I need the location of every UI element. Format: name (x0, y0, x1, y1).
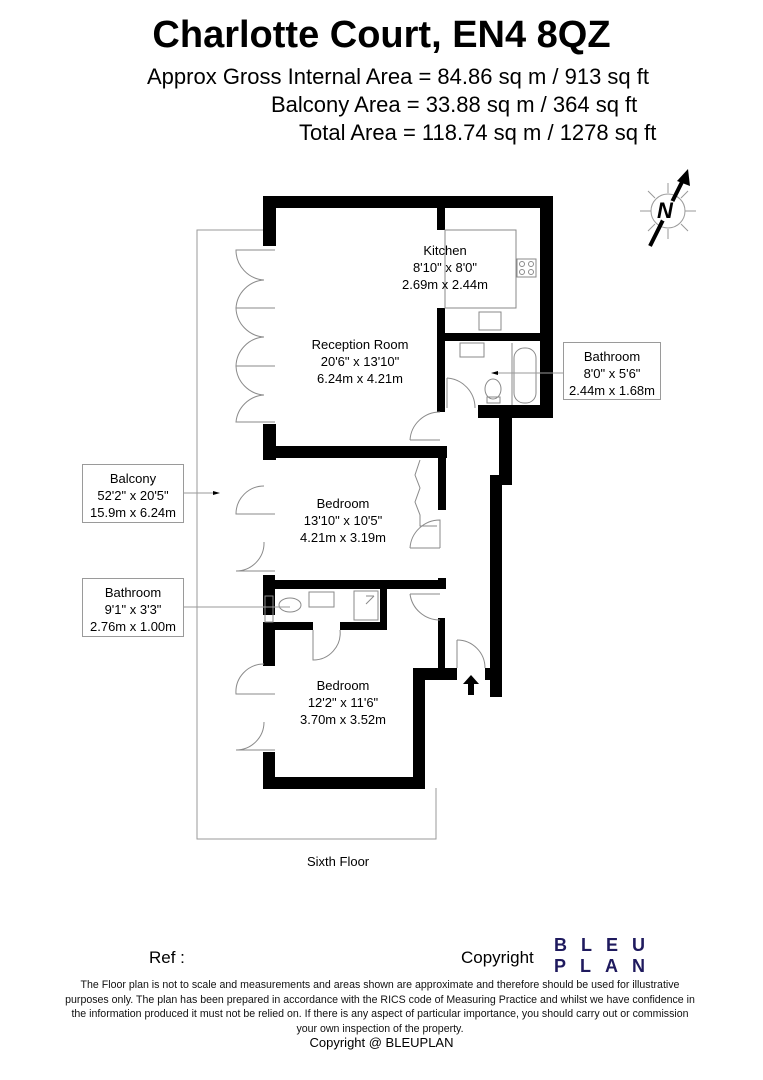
callout-imperial: 52'2" x 20'5" (97, 488, 169, 503)
ref-label: Ref : (149, 948, 185, 967)
logo-line-1: BLEU (554, 935, 659, 955)
room-metric: 3.70m x 3.52m (300, 712, 386, 727)
north-arrow-icon (640, 169, 696, 247)
room-bedroom-2: Bedroom 12'2" x 11'6" 3.70m x 3.52m (288, 677, 398, 728)
shower-icon (353, 590, 379, 621)
room-metric: 4.21m x 3.19m (300, 530, 386, 545)
callout-metric: 2.76m x 1.00m (90, 619, 176, 634)
room-name: Bedroom (316, 496, 370, 511)
room-imperial: 12'2" x 11'6" (307, 695, 379, 710)
callout-imperial: 8'0" x 5'6" (583, 366, 641, 381)
room-name: Reception Room (311, 337, 409, 352)
compass-label: N (657, 198, 673, 223)
gross-internal-area: Approx Gross Internal Area = 84.86 sq m … (147, 64, 649, 89)
toilet-icon (484, 378, 502, 400)
room-name: Kitchen (423, 243, 467, 258)
page-title: Charlotte Court, EN4 8QZ (152, 14, 611, 56)
room-metric: 6.24m x 4.21m (317, 371, 403, 386)
walls (263, 196, 553, 789)
callout-imperial: 9'1" x 3'3" (104, 602, 162, 617)
callout-name: Bathroom (583, 349, 641, 364)
callout-balcony: Balcony 52'2" x 20'5" 15.9m x 6.24m (82, 464, 184, 523)
ensuite-toilet-icon (278, 597, 302, 613)
entrance-arrow-icon (463, 675, 479, 695)
balcony-outline (196, 229, 437, 840)
copyright-footer: Copyright @ BLEUPLAN (309, 1035, 454, 1050)
kitchen-counter (444, 229, 517, 309)
balcony-area: Balcony Area = 33.88 sq m / 364 sq ft (271, 92, 638, 117)
hob-icon (516, 258, 537, 278)
room-bedroom-1: Bedroom 13'10" x 10'5" 4.21m x 3.19m (288, 495, 398, 546)
room-name: Bedroom (316, 678, 370, 693)
callout-bathroom-ensuite: Bathroom 9'1" x 3'3" 2.76m x 1.00m (82, 578, 184, 637)
total-area: Total Area = 118.74 sq m / 1278 sq ft (299, 120, 657, 145)
ensuite-basin-icon (308, 591, 335, 608)
leader-arrow-icon (213, 491, 220, 495)
room-kitchen: Kitchen 8'10" x 8'0" 2.69m x 2.44m (395, 242, 495, 293)
room-metric: 2.69m x 2.44m (402, 277, 488, 292)
floor-label: Sixth Floor (307, 854, 370, 869)
bathtub-icon (513, 347, 537, 404)
room-imperial: 20'6" x 13'10" (320, 354, 400, 369)
callout-metric: 2.44m x 1.68m (569, 383, 655, 398)
room-reception: Reception Room 20'6" x 13'10" 6.24m x 4.… (300, 336, 420, 387)
copyright-label: Copyright (461, 948, 534, 967)
leader-arrow-icon (491, 371, 498, 375)
callout-bathroom-main: Bathroom 8'0" x 5'6" 2.44m x 1.68m (563, 342, 661, 400)
kitchen-sink-icon (478, 311, 502, 331)
disclaimer-text: The Floor plan is not to scale and measu… (65, 979, 695, 1035)
bleuplan-logo: BLEU PLAN (554, 935, 659, 977)
room-imperial: 13'10" x 10'5" (303, 513, 383, 528)
window-icon (264, 595, 274, 623)
callout-name: Bathroom (104, 585, 162, 600)
basin-icon (459, 342, 485, 358)
logo-line-2: PLAN (554, 956, 659, 976)
callout-name: Balcony (109, 471, 157, 486)
fixtures (264, 229, 537, 623)
callout-leaders (184, 372, 563, 608)
room-imperial: 8'10" x 8'0" (412, 260, 478, 275)
doors (235, 249, 486, 751)
callout-metric: 15.9m x 6.24m (90, 505, 176, 520)
